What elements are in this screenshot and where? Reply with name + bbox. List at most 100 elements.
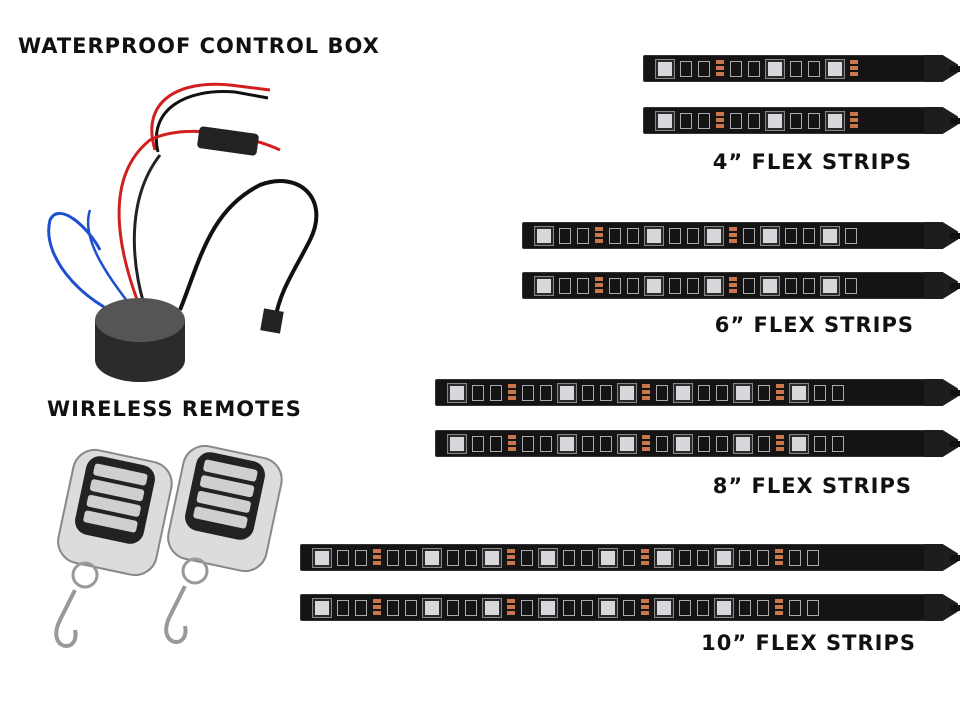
strip-component — [785, 227, 797, 244]
led-strip — [300, 594, 925, 621]
led-strip — [522, 272, 925, 299]
strip-component — [641, 548, 649, 567]
strip-cable — [950, 233, 960, 239]
strip-component — [582, 435, 594, 452]
strips-10-label: 10” FLEX STRIPS — [701, 631, 916, 655]
control-box-label: WATERPROOF CONTROL BOX — [18, 34, 380, 58]
strip-component — [679, 549, 691, 566]
strip-component — [680, 60, 692, 77]
led-chip — [558, 383, 576, 402]
strip-component — [739, 599, 751, 616]
strip-component — [472, 384, 484, 401]
led-chip — [539, 598, 557, 617]
led-strip — [643, 107, 925, 134]
strip-component — [789, 549, 801, 566]
strip-component — [609, 277, 621, 294]
strip-component — [776, 434, 784, 453]
strip-component — [337, 599, 349, 616]
strip-component — [641, 598, 649, 617]
led-chip — [535, 276, 553, 295]
led-chip — [734, 434, 752, 453]
strip-component — [656, 384, 668, 401]
led-chip — [734, 383, 752, 402]
strip-component — [790, 112, 802, 129]
led-strip — [643, 55, 925, 82]
strip-component — [680, 112, 692, 129]
strip-component — [387, 599, 399, 616]
strip-component — [698, 60, 710, 77]
strip-component — [623, 549, 635, 566]
strip-component — [373, 548, 381, 567]
led-chip — [766, 111, 784, 130]
led-chip — [539, 548, 557, 567]
strip-component — [465, 549, 477, 566]
led-chip — [483, 548, 501, 567]
led-chip — [645, 226, 663, 245]
led-chip — [618, 434, 636, 453]
led-strip — [435, 430, 925, 457]
strip-component — [490, 384, 502, 401]
strip-component — [507, 548, 515, 567]
strip-component — [832, 384, 844, 401]
led-chip — [313, 598, 331, 617]
strip-component — [373, 598, 381, 617]
strip-component — [521, 599, 533, 616]
strip-component — [758, 435, 770, 452]
strip-component — [730, 60, 742, 77]
strip-cable — [950, 390, 960, 396]
strip-component — [808, 112, 820, 129]
strip-cable — [950, 283, 960, 289]
strip-component — [789, 599, 801, 616]
strip-component — [730, 112, 742, 129]
strip-component — [472, 435, 484, 452]
strip-component — [850, 59, 858, 78]
strip-component — [595, 276, 603, 295]
strip-component — [757, 549, 769, 566]
strip-component — [582, 384, 594, 401]
strip-component — [697, 549, 709, 566]
strip-component — [807, 599, 819, 616]
strip-component — [405, 549, 417, 566]
strip-component — [600, 384, 612, 401]
strip-component — [642, 383, 650, 402]
strip-component — [387, 549, 399, 566]
led-chip — [826, 59, 844, 78]
strip-component — [623, 599, 635, 616]
led-chip — [423, 598, 441, 617]
led-chip — [655, 548, 673, 567]
strip-component — [581, 549, 593, 566]
strip-component — [757, 599, 769, 616]
strip-component — [669, 227, 681, 244]
strip-component — [559, 277, 571, 294]
led-chip — [674, 383, 692, 402]
strip-component — [559, 227, 571, 244]
strip-component — [814, 384, 826, 401]
strip-component — [540, 384, 552, 401]
strip-component — [447, 549, 459, 566]
strip-component — [743, 277, 755, 294]
led-chip — [656, 59, 674, 78]
strip-component — [490, 435, 502, 452]
strip-component — [729, 226, 737, 245]
strip-component — [669, 277, 681, 294]
led-chip — [535, 226, 553, 245]
strip-cable — [950, 66, 960, 72]
led-chip — [761, 276, 779, 295]
strip-component — [540, 435, 552, 452]
strip-component — [337, 549, 349, 566]
strip-component — [716, 384, 728, 401]
strip-component — [581, 599, 593, 616]
strip-component — [563, 549, 575, 566]
strip-component — [748, 60, 760, 77]
strip-component — [832, 435, 844, 452]
strip-component — [687, 227, 699, 244]
strip-component — [743, 227, 755, 244]
strip-cable — [950, 441, 960, 447]
led-chip — [766, 59, 784, 78]
led-chip — [656, 111, 674, 130]
strip-component — [508, 383, 516, 402]
led-chip — [558, 434, 576, 453]
led-chip — [313, 548, 331, 567]
strip-component — [609, 227, 621, 244]
strip-component — [563, 599, 575, 616]
